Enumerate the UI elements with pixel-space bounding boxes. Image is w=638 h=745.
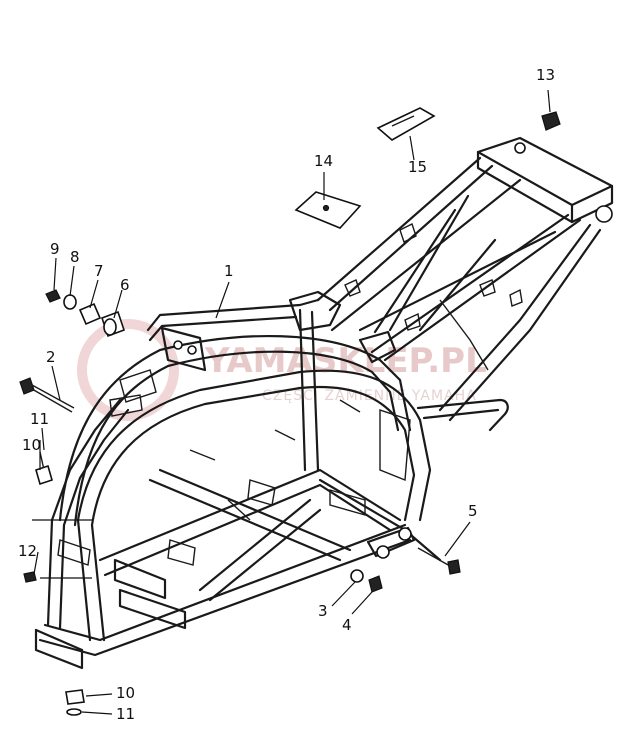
part-8-washer [63, 294, 77, 310]
part-12-nut [23, 571, 37, 583]
callout-2: 2 [46, 348, 56, 366]
callout-6: 6 [120, 276, 130, 294]
callout-9: 9 [50, 240, 60, 258]
part-13-cap [541, 111, 561, 131]
callout-14: 14 [314, 152, 333, 170]
callout-3: 3 [318, 602, 328, 620]
part-7-collar [78, 302, 102, 326]
part-6-bushing [100, 310, 126, 338]
callout-10-lower: 10 [116, 684, 135, 702]
callout-10-upper: 10 [22, 436, 41, 454]
part-10-11-upper-mount [35, 451, 53, 486]
part-5-bolt [417, 547, 461, 575]
callout-4: 4 [342, 616, 352, 634]
callout-11-lower: 11 [116, 705, 135, 723]
part-2-long-bolt [19, 377, 75, 413]
callout-8: 8 [70, 248, 80, 266]
callout-12: 12 [18, 542, 37, 560]
part-14-plate [294, 191, 362, 229]
watermark-logo [77, 319, 179, 421]
part-4-nut [368, 575, 383, 593]
callout-11-upper: 11 [30, 410, 49, 428]
callout-7: 7 [94, 262, 104, 280]
part-3-washer [350, 569, 364, 583]
part-15-bracket [376, 107, 436, 141]
part-10-11-lower-mount [65, 689, 85, 716]
part-9-bolt [45, 289, 61, 303]
callout-15: 15 [408, 158, 427, 176]
main-frame [34, 136, 614, 670]
callout-labels: 1 2 3 4 5 6 7 8 9 10 11 12 13 14 15 10 1… [18, 66, 555, 723]
leader-lines [32, 89, 551, 715]
callout-1: 1 [224, 262, 234, 280]
callout-13: 13 [536, 66, 555, 84]
watermark: YAMASKLEP.PL CZĘŚCI ZAMIENNE YAMAHA [77, 319, 487, 421]
callout-5: 5 [468, 502, 478, 520]
